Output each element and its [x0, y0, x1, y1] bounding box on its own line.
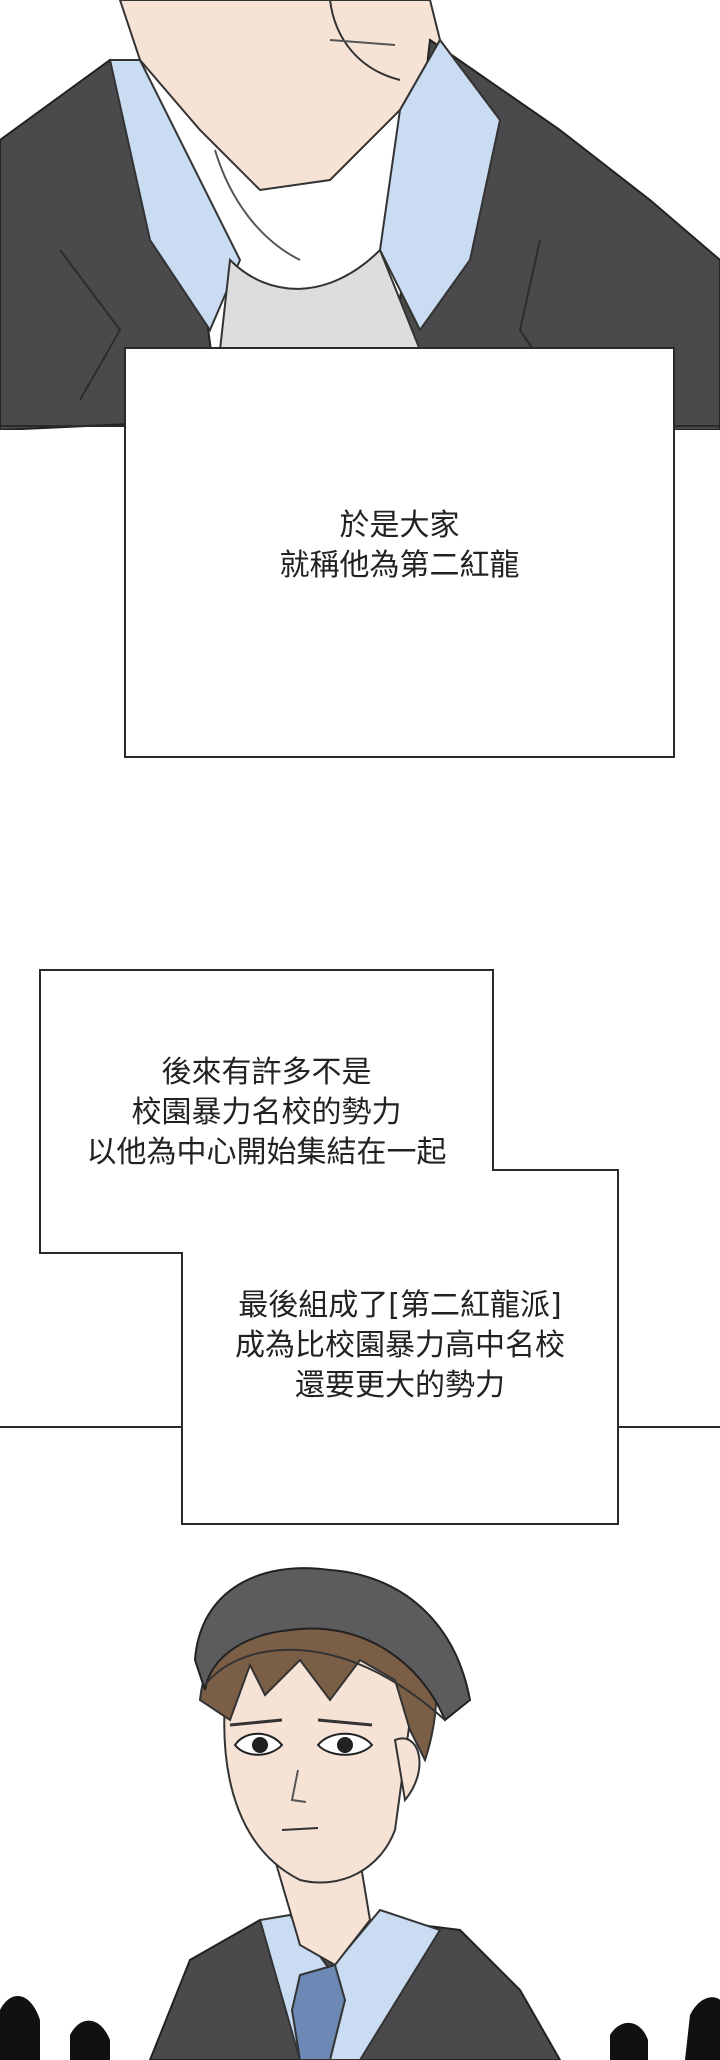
mouth-line	[329, 39, 396, 46]
caption-2-line-2: 校園暴力名校的勢力	[131, 1095, 402, 1130]
left-pupil	[252, 1737, 268, 1753]
caption-text-1: 於是大家 就稱他為第二紅龍	[124, 506, 675, 586]
crowd-silhouette-right	[685, 1997, 720, 2060]
caption-3-line-3: 還要更大的勢力	[295, 1368, 505, 1403]
caption-2-line-3: 以他為中心開始集結在一起	[86, 1135, 447, 1170]
top-panel-illustration	[0, 0, 720, 430]
beanie	[193, 1567, 472, 1722]
face	[223, 1659, 412, 1884]
jaw-line	[329, 0, 401, 81]
nose	[290, 1769, 307, 1803]
right-pupil	[337, 1737, 353, 1753]
neck-skin	[118, 0, 442, 192]
crowd-silhouette-left	[0, 1996, 40, 2060]
crowd-silhouette-left-2	[70, 2020, 110, 2060]
collar-shadow	[214, 149, 301, 261]
caption-3-line-2: 成為比校園暴力高中名校	[235, 1328, 565, 1363]
caption-text-3: 最後組成了[第二紅龍派] 成為比校園暴力高中名校 還要更大的勢力	[182, 1286, 618, 1406]
caption-box-1	[124, 347, 675, 758]
caption-2-line-1: 後來有許多不是	[161, 1055, 372, 1090]
ear	[393, 1737, 421, 1803]
caption-text-2: 後來有許多不是 校園暴力名校的勢力 以他為中心開始集結在一起	[40, 1053, 493, 1173]
crowd-silhouette-right-2	[610, 2022, 648, 2060]
shirt-collar-left	[108, 59, 242, 333]
caption-1-line-2: 就稱他為第二紅龍	[279, 548, 520, 583]
caption-box-2-outline	[39, 969, 619, 1525]
mouth	[281, 1827, 319, 1831]
caption-3-line-1: 最後組成了[第二紅龍派]	[238, 1288, 562, 1323]
undershirt	[218, 248, 422, 351]
beanie-fold	[204, 1648, 446, 1721]
eyebrows	[229, 1718, 373, 1727]
lapel-line	[59, 249, 122, 401]
caption-1-line-1: 於是大家	[339, 508, 460, 543]
